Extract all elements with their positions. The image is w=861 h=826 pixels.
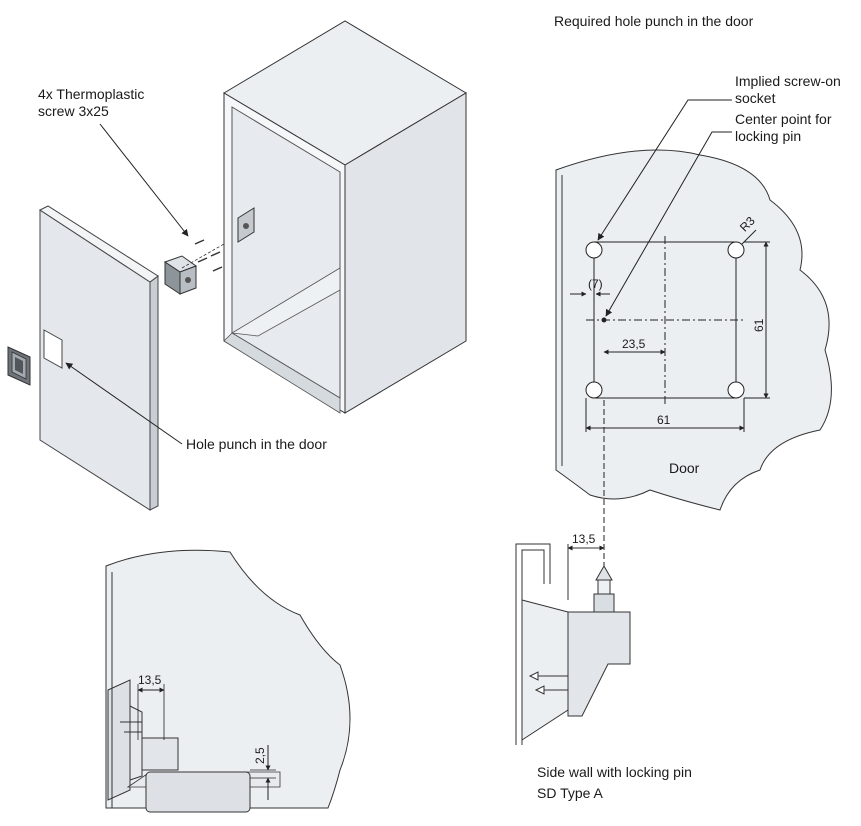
dim-height-61: 61 bbox=[752, 318, 766, 332]
socket-label-line2: socket bbox=[735, 90, 776, 106]
socket-label: Implied screw-on socket bbox=[735, 73, 841, 107]
hole-punch-label: Hole punch in the door bbox=[186, 436, 327, 452]
center-label-line1: Center point for bbox=[735, 111, 832, 127]
door-panel bbox=[7, 205, 159, 511]
lock-insert bbox=[163, 255, 198, 295]
dim-gap-2-5: 2,5 bbox=[253, 747, 267, 764]
dim-side-13-5: 13,5 bbox=[572, 532, 596, 546]
dim-bottom-13-5: 13,5 bbox=[138, 673, 162, 687]
screws-label: 4x Thermoplastic screw 3x25 bbox=[38, 86, 144, 120]
side-wall-label-line1: Side wall with locking pin bbox=[537, 764, 692, 780]
screws-label-line1: 4x Thermoplastic bbox=[38, 86, 145, 102]
socket-label-line1: Implied screw-on bbox=[735, 73, 841, 89]
center-label-line2: locking pin bbox=[735, 128, 802, 144]
assembled-section bbox=[105, 549, 351, 813]
screws-label-line2: screw 3x25 bbox=[38, 103, 109, 119]
door-section-top-right bbox=[555, 149, 832, 511]
side-wall-pin bbox=[515, 543, 631, 745]
handle-insert-icon bbox=[7, 346, 31, 386]
center-point-label: Center point for locking pin bbox=[735, 111, 832, 145]
side-wall-label-line2: SD Type A bbox=[537, 785, 603, 801]
dim-offset-7: (7) bbox=[588, 277, 603, 291]
screws bbox=[194, 239, 223, 272]
door-hole bbox=[43, 329, 63, 369]
hole-pattern bbox=[570, 229, 770, 432]
required-title: Required hole punch in the door bbox=[554, 13, 754, 29]
door-label: Door bbox=[669, 460, 700, 476]
cabinet bbox=[223, 20, 467, 414]
side-wall-label: Side wall with locking pin SD Type A bbox=[537, 762, 692, 804]
dim-width-61: 61 bbox=[657, 413, 671, 427]
dim-width-23-5: 23,5 bbox=[622, 337, 646, 351]
